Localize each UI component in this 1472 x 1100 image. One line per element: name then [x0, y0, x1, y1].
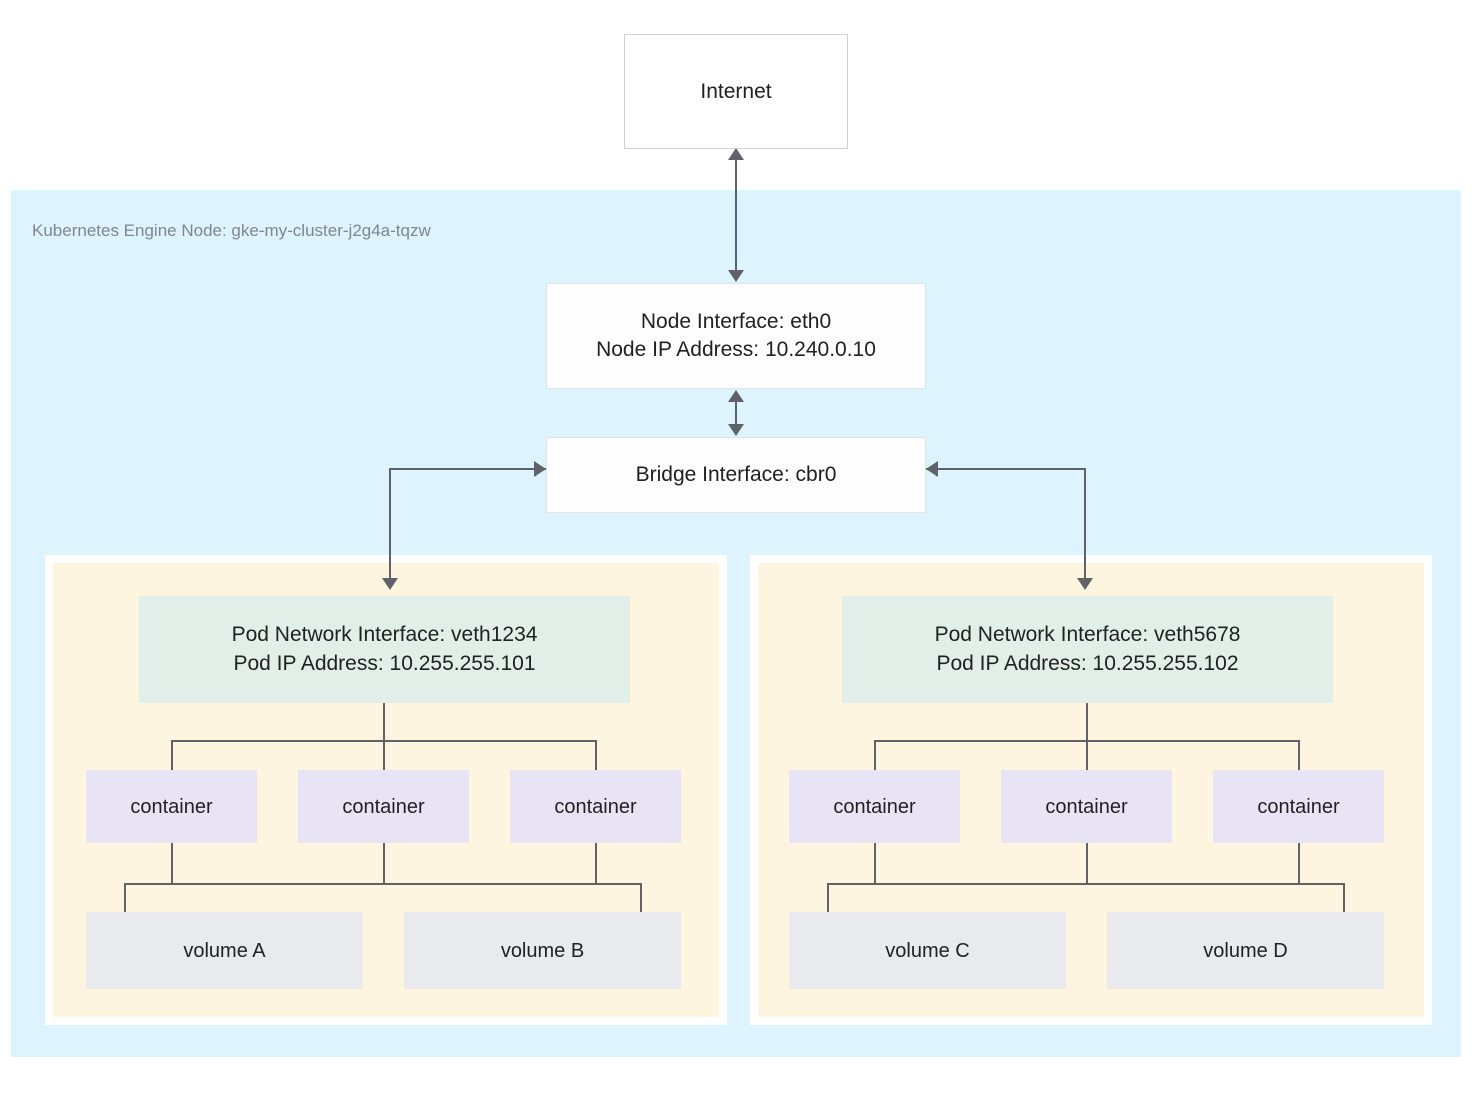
arrowhead-down-to-pod-right	[1077, 578, 1093, 590]
connector-pod-left-volume-stem-2	[383, 843, 385, 884]
connector-pod-left-volume-stem-1	[171, 843, 173, 884]
pod-interface-right-line2: Pod IP Address: 10.255.255.102	[936, 651, 1239, 675]
connector-pod-left-container-drop-3	[595, 740, 597, 770]
internet-node[interactable]: Internet	[624, 34, 848, 149]
arrowhead-right-to-bridge-left	[534, 461, 546, 477]
volume-b[interactable]: volume B	[404, 912, 681, 989]
internet-label: Internet	[700, 79, 772, 103]
bridge-interface-label: Bridge Interface: cbr0	[635, 463, 837, 487]
container-right-2[interactable]: container	[1001, 770, 1172, 843]
arrowhead-up-to-internet	[728, 148, 744, 160]
connector-bridge-pod-right-horizontal	[926, 468, 1084, 470]
connector-pod-left-volume-stem-3	[595, 843, 597, 884]
connector-internet-node-interface	[735, 152, 737, 278]
connector-bridge-pod-left-vertical	[389, 468, 391, 581]
bridge-interface-box[interactable]: Bridge Interface: cbr0	[546, 437, 926, 513]
arrowhead-down-to-pod-left	[382, 578, 398, 590]
connector-pod-left-container-drop-2	[383, 740, 385, 770]
connector-pod-right-container-drop-2	[1086, 740, 1088, 770]
container-right-3[interactable]: container	[1213, 770, 1384, 843]
pod-interface-right-line1: Pod Network Interface: veth5678	[934, 623, 1241, 647]
connector-pod-right-volume-stem-3	[1298, 843, 1300, 884]
connector-pod-right-container-drop-1	[874, 740, 876, 770]
connector-pod-right-volume-drop-2	[1343, 883, 1345, 913]
pod-interface-left-line2: Pod IP Address: 10.255.255.101	[233, 651, 536, 675]
connector-pod-left-volume-drop-1	[124, 883, 126, 913]
container-left-3-label: container	[554, 795, 637, 818]
container-left-2[interactable]: container	[298, 770, 469, 843]
container-right-3-label: container	[1257, 795, 1340, 818]
connector-pod-right-volume-stem-1	[874, 843, 876, 884]
arrowhead-down-to-bridge	[728, 424, 744, 436]
volume-d[interactable]: volume D	[1107, 912, 1384, 989]
node-interface-line2: Node IP Address: 10.240.0.10	[596, 338, 876, 361]
volume-c-label: volume C	[885, 939, 970, 962]
volume-a-label: volume A	[183, 939, 266, 962]
container-left-1[interactable]: container	[86, 770, 257, 843]
connector-pod-left-stem	[383, 703, 385, 769]
pod-network-interface-left[interactable]: Pod Network Interface: veth1234 Pod IP A…	[139, 596, 630, 703]
arrowhead-down-to-node-interface	[728, 270, 744, 282]
connector-pod-left-container-drop-1	[171, 740, 173, 770]
container-right-1-label: container	[833, 795, 916, 818]
connector-node-interface-bridge	[735, 392, 737, 434]
pod-interface-left-line1: Pod Network Interface: veth1234	[231, 623, 538, 647]
connector-pod-left-volume-bus	[124, 883, 642, 885]
arrowhead-up-to-node-interface	[728, 390, 744, 402]
container-left-2-label: container	[342, 795, 425, 818]
volume-b-label: volume B	[500, 939, 585, 962]
connector-bridge-pod-right-vertical	[1084, 468, 1086, 581]
connector-bridge-pod-left-horizontal	[389, 468, 547, 470]
connector-pod-right-stem	[1086, 703, 1088, 769]
connector-pod-right-volume-bus	[827, 883, 1345, 885]
container-right-2-label: container	[1045, 795, 1128, 818]
volume-a[interactable]: volume A	[86, 912, 363, 989]
volume-d-label: volume D	[1203, 939, 1288, 962]
node-interface-line1: Node Interface: eth0	[640, 309, 832, 333]
arrowhead-left-to-bridge-right	[926, 461, 938, 477]
connector-pod-right-volume-drop-1	[827, 883, 829, 913]
container-right-1[interactable]: container	[789, 770, 960, 843]
pod-network-interface-right[interactable]: Pod Network Interface: veth5678 Pod IP A…	[842, 596, 1333, 703]
connector-pod-right-volume-stem-2	[1086, 843, 1088, 884]
connector-pod-left-volume-drop-2	[640, 883, 642, 913]
connector-pod-right-container-drop-3	[1298, 740, 1300, 770]
node-interface-box[interactable]: Node Interface: eth0 Node IP Address: 10…	[546, 283, 926, 389]
container-left-1-label: container	[130, 795, 213, 818]
kubernetes-node-label: Kubernetes Engine Node: gke-my-cluster-j…	[32, 221, 431, 240]
container-left-3[interactable]: container	[510, 770, 681, 843]
volume-c[interactable]: volume C	[789, 912, 1066, 989]
